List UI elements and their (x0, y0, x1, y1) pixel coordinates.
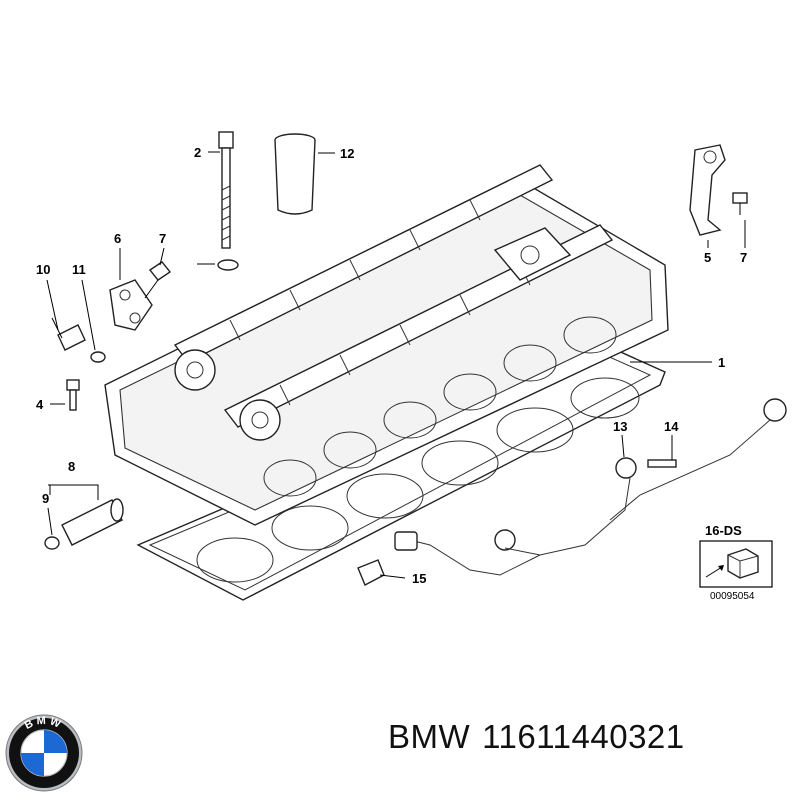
sensor (51, 317, 86, 351)
ref-box-code: 00095054 (710, 591, 755, 602)
bolt-4 (66, 379, 80, 411)
bolt-right (732, 192, 748, 215)
bracket-right (689, 144, 726, 236)
fitting (61, 498, 124, 546)
brand-name: BMW (388, 718, 471, 755)
knock-sensor-harness (394, 398, 787, 576)
o-ring-11 (90, 351, 106, 363)
sleeve (274, 133, 316, 215)
bolt-14 (647, 459, 677, 468)
ref-box-label: 16-DS (705, 523, 742, 538)
callout-labels: 1 2 4 5 6 7 7 8 9 10 11 12 13 14 15 (36, 145, 747, 586)
callout-14: 14 (664, 419, 679, 434)
callout-11: 11 (72, 262, 86, 277)
washer (217, 259, 239, 271)
head-bolt (218, 131, 234, 249)
callout-9: 9 (42, 491, 49, 506)
callout-1: 1 (718, 355, 725, 370)
callout-12: 12 (340, 146, 354, 161)
callout-6: 6 (114, 231, 121, 246)
callout-7-right: 7 (740, 250, 747, 265)
bolt-left (144, 261, 172, 299)
part-caption: BMW 11611440321 (388, 718, 697, 756)
callout-10: 10 (36, 262, 50, 277)
reference-box: 16-DS 00095054 (699, 523, 773, 602)
cylinder-head (104, 164, 669, 526)
callout-2: 2 (194, 145, 201, 160)
o-ring-9 (44, 536, 60, 550)
callout-15: 15 (412, 571, 426, 586)
clip-15 (357, 559, 385, 586)
callout-7-left: 7 (159, 231, 166, 246)
bmw-logo: BMW (5, 714, 83, 792)
callout-13: 13 (613, 419, 627, 434)
leader-lines (46, 151, 746, 579)
part-number: 11611440321 (482, 718, 685, 755)
bracket-left (109, 279, 153, 331)
callout-5: 5 (704, 250, 711, 265)
callout-4: 4 (36, 397, 44, 412)
svg-text:BMW: BMW (23, 715, 65, 732)
callout-8: 8 (68, 459, 75, 474)
